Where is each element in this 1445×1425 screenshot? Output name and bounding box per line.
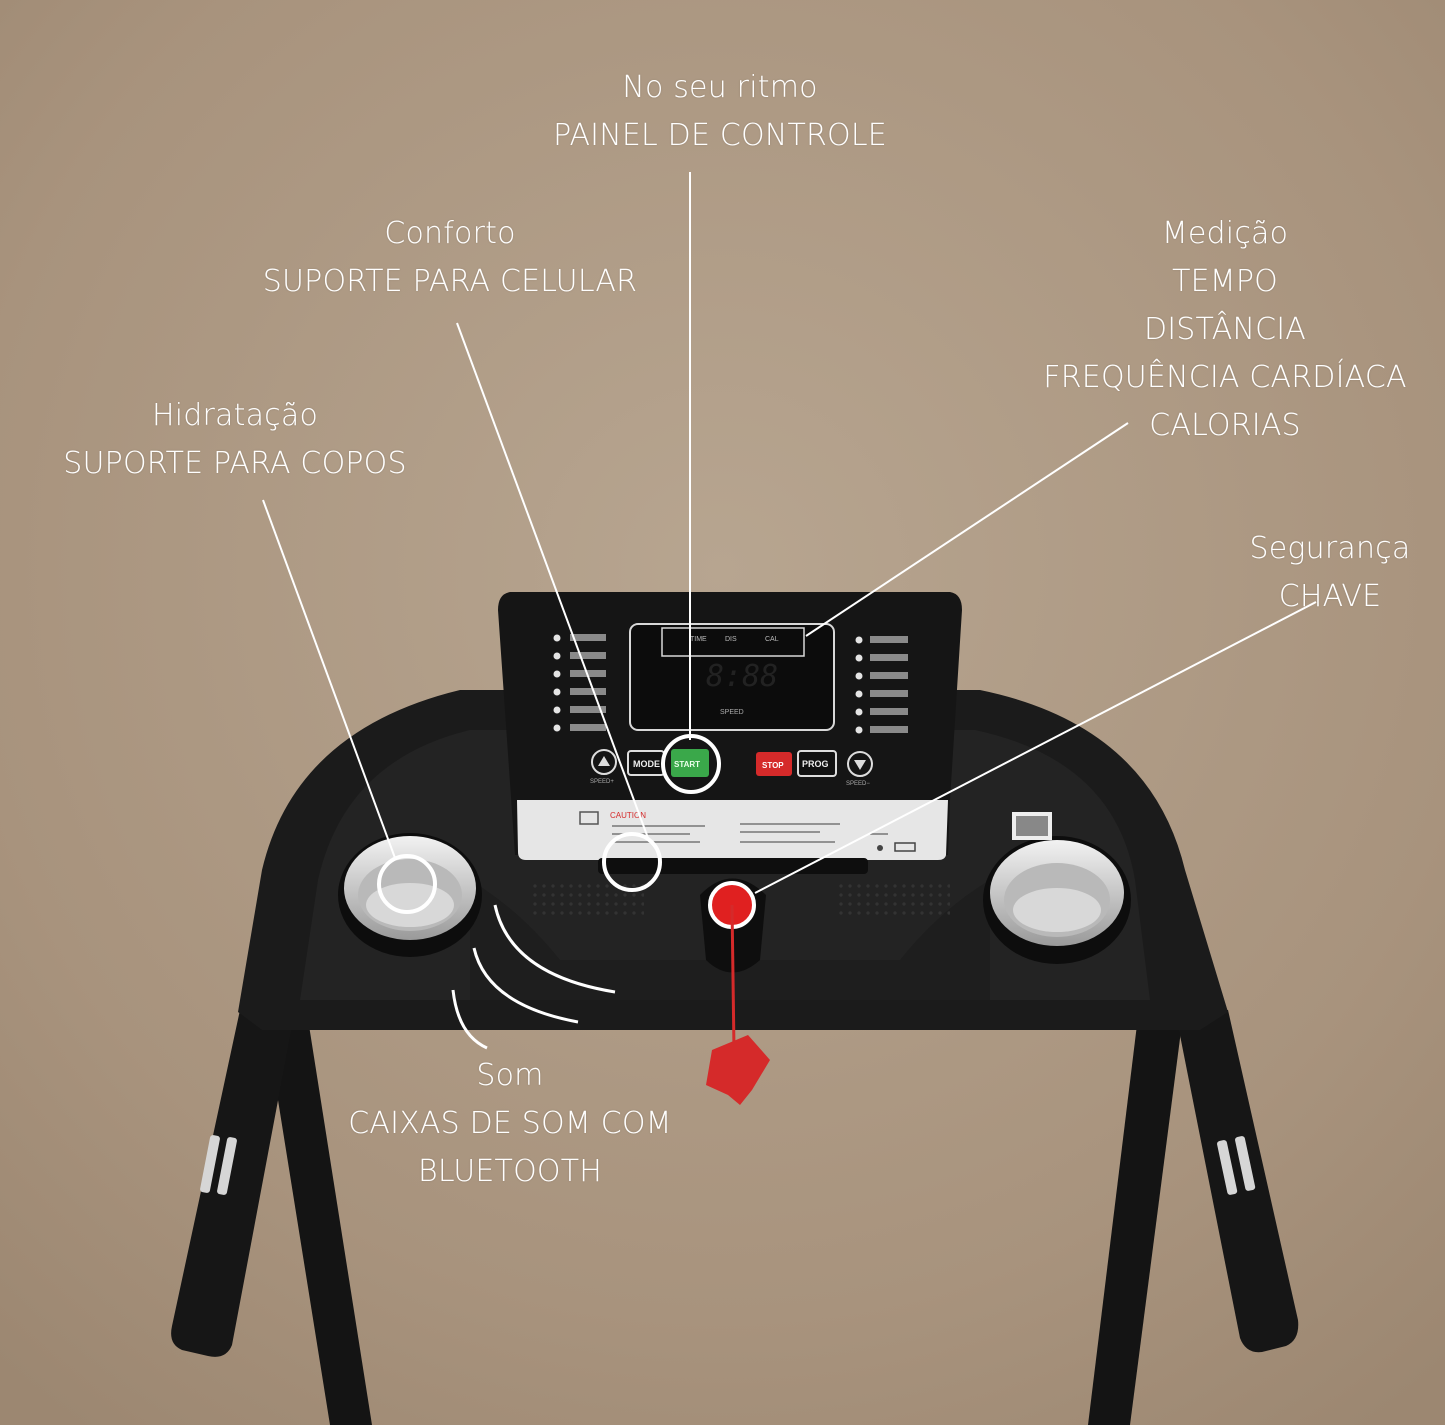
start-button[interactable]: START <box>671 749 709 777</box>
callout-medicao-tempo: TEMPO <box>1172 264 1278 299</box>
svg-text:MODE: MODE <box>633 759 660 769</box>
stop-button[interactable]: STOP <box>756 752 792 776</box>
callout-painel-subtitle: PAINEL DE CONTROLE <box>553 118 887 153</box>
callout-som-title: Som <box>476 1058 544 1093</box>
callout-ring-painel <box>661 734 721 794</box>
callout-hidratacao-title: Hidratação <box>151 398 319 433</box>
callout-suporte-copos: Hidratação SUPORTE PARA COPOS <box>30 392 440 488</box>
callout-conforto-subtitle: SUPORTE PARA CELULAR <box>262 264 638 299</box>
speed-up-button[interactable]: SPEED+ <box>590 749 617 785</box>
callout-som-line2: BLUETOOTH <box>417 1154 602 1189</box>
callout-line-seguranca <box>754 601 1317 894</box>
upright-right <box>1088 1000 1185 1425</box>
safety-key[interactable] <box>700 878 770 1106</box>
upright-left <box>262 1000 372 1425</box>
callout-medicao-calorias: CALORIAS <box>1149 408 1301 443</box>
callout-line-conforto <box>456 322 649 839</box>
display-label-dis: DIS <box>725 636 737 643</box>
callout-medicao-frequencia: FREQUÊNCIA CARDÍACA <box>1043 360 1407 395</box>
mode-button[interactable]: MODE <box>627 750 665 776</box>
handle-right <box>1175 1010 1299 1353</box>
callout-caixas-de-som: Som CAIXAS DE SOM COM BLUETOOTH <box>320 1052 700 1196</box>
callout-medicao-distancia: DISTÂNCIA <box>1143 312 1307 347</box>
handle-left <box>171 1010 295 1357</box>
sound-wave-1 <box>493 904 616 994</box>
lcd-display: TIME DIS CAL 8:88 SPEED <box>629 623 835 731</box>
callout-suporte-celular: Conforto SUPORTE PARA CELULAR <box>230 210 670 306</box>
callout-som-line1: CAIXAS DE SOM COM <box>348 1106 672 1141</box>
callout-hidratacao-subtitle: SUPORTE PARA COPOS <box>63 446 407 481</box>
callout-medicao: Medição TEMPO DISTÂNCIA FREQUÊNCIA CARDÍ… <box>1020 210 1430 450</box>
display-label-time: TIME <box>690 636 707 643</box>
phone-holder-slot <box>598 858 868 874</box>
callout-seguranca-title: Segurança <box>1249 531 1411 566</box>
cup-holder-left <box>338 833 482 957</box>
cup-holder-right <box>983 836 1131 964</box>
sound-wave-2 <box>472 947 579 1024</box>
sound-wave-3 <box>451 989 488 1050</box>
callout-lines <box>262 172 1317 1050</box>
callout-line-hidratacao <box>262 499 396 859</box>
callout-medicao-title: Medição <box>1161 216 1289 251</box>
caution-text: CAUTION <box>610 811 646 820</box>
callout-chave-seguranca: Segurança CHAVE <box>1220 525 1440 621</box>
callout-line-medicao <box>805 422 1129 637</box>
caution-sticker <box>517 800 948 860</box>
speaker-grille-right <box>838 880 950 918</box>
svg-text:SPEED−: SPEED− <box>846 781 870 787</box>
speaker-grille-left <box>532 880 644 918</box>
display-speed-label: SPEED <box>720 709 744 716</box>
callout-painel-title: No seu ritmo <box>622 70 818 105</box>
callout-conforto-title: Conforto <box>384 216 516 251</box>
safety-clip <box>706 1035 770 1105</box>
qr-code <box>1016 816 1048 836</box>
program-indicators-right <box>855 636 908 734</box>
svg-text:STOP: STOP <box>762 761 784 770</box>
display-digits: 8:88 <box>706 659 778 694</box>
callout-seguranca-subtitle: CHAVE <box>1278 579 1382 614</box>
svg-text:SPEED+: SPEED+ <box>590 779 614 785</box>
speed-down-button[interactable]: SPEED− <box>846 751 873 787</box>
display-label-cal: CAL <box>765 636 779 643</box>
callout-ring-conforto <box>602 832 662 892</box>
callout-ring-hidratacao <box>377 854 437 914</box>
callout-painel-de-controle: No seu ritmo PAINEL DE CONTROLE <box>520 64 920 160</box>
svg-text:PROG: PROG <box>802 759 829 769</box>
svg-text:START: START <box>674 760 700 769</box>
prog-button[interactable]: PROG <box>797 750 837 777</box>
